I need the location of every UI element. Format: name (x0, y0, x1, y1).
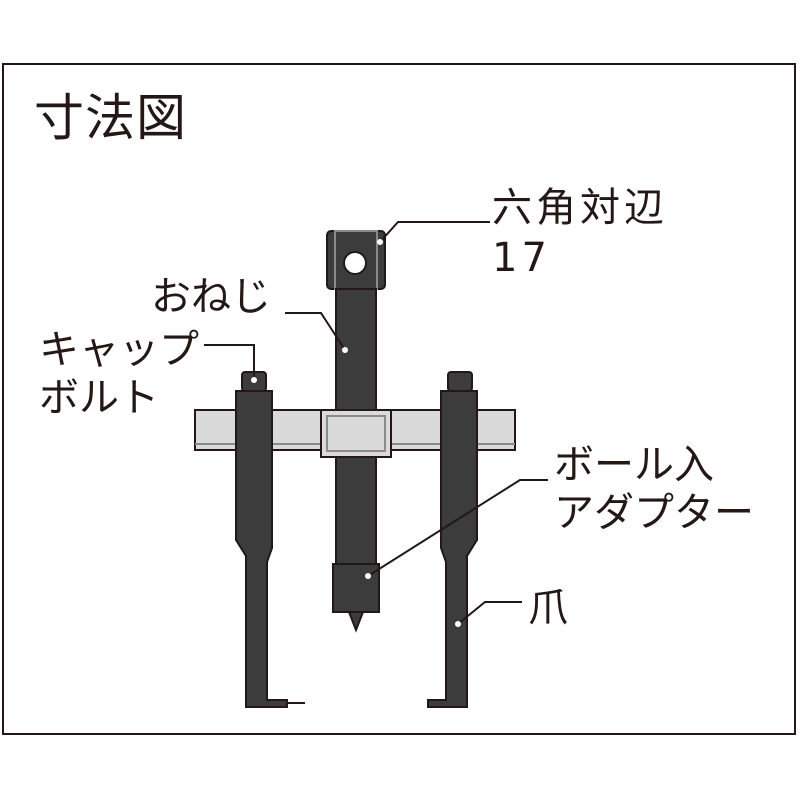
cap-bolt-label-line1: キャップ (39, 327, 199, 373)
center-nut (320, 409, 392, 458)
leader-screw (285, 312, 346, 351)
ball-adapter-label-line1: ボール入 (554, 442, 714, 488)
ball-adapter-label-line2: アダプター (554, 490, 754, 536)
ball-adapter (332, 563, 380, 633)
cap-bolt-label-line2: ボルト (39, 375, 159, 421)
hex-size-label: 六角対辺 (492, 185, 668, 231)
leader-cap-bolt (204, 344, 255, 380)
diagram-frame (2, 63, 796, 735)
claw-label: 爪 (528, 585, 568, 631)
cap-bolt-right (447, 371, 473, 392)
hex-head (326, 230, 386, 290)
claw-right (427, 390, 478, 708)
hex-size-value: 17 (492, 235, 551, 281)
diagram-title: 寸法図 (34, 89, 187, 147)
claw-left (235, 390, 288, 708)
leader-claw (457, 601, 522, 625)
leader-hex (379, 221, 490, 243)
leader-ball-adapter (367, 479, 548, 577)
screw-label: おねじ (151, 274, 271, 320)
